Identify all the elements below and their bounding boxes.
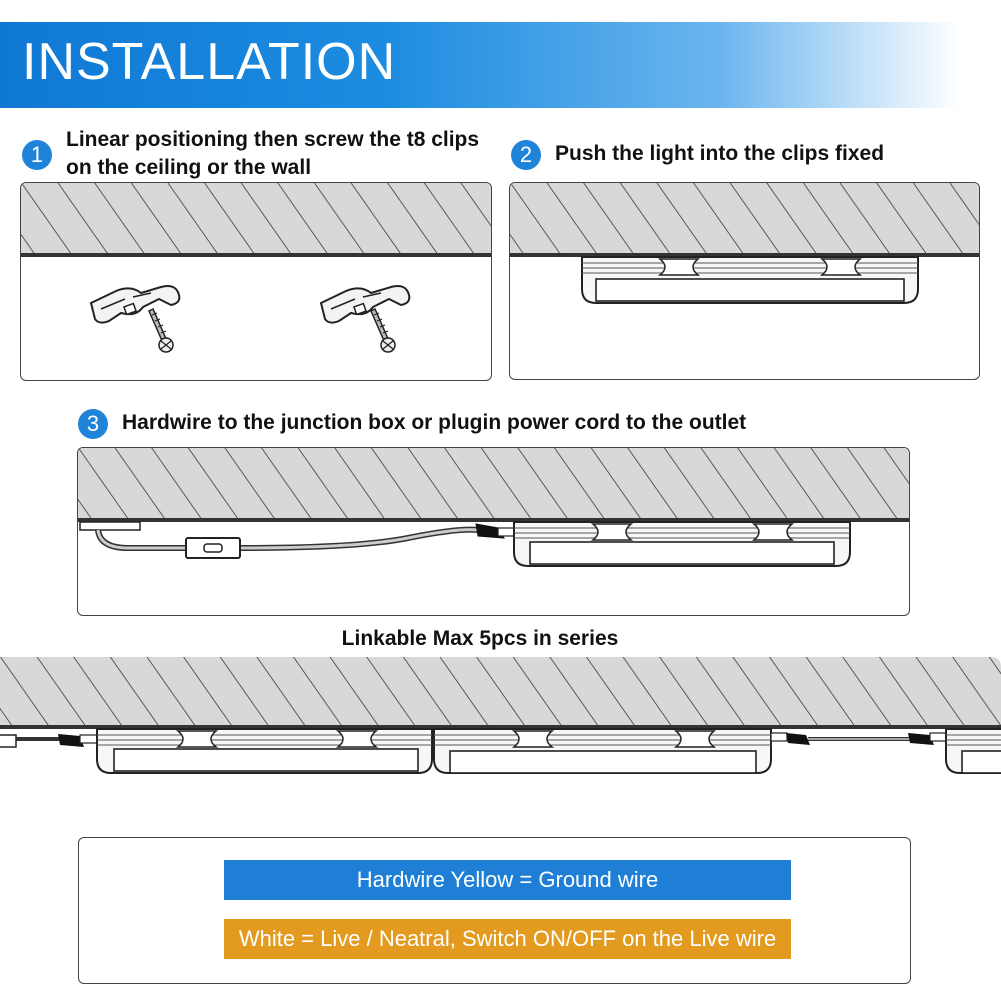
junction-box	[79, 521, 141, 531]
ceiling-clips-panel	[20, 182, 492, 381]
step-2-text: Push the light into the clips fixed	[555, 142, 885, 165]
step-number-badge: 1	[22, 140, 52, 170]
t8-light-fixture	[96, 728, 433, 774]
t8-clip-icon	[89, 285, 181, 324]
plug-icon	[908, 733, 934, 745]
hardwire-panel	[77, 447, 910, 616]
screw-icon	[370, 307, 396, 353]
header-banner: INSTALLATION	[0, 22, 960, 108]
series-title: Linkable Max 5pcs in series	[341, 627, 619, 650]
ceiling-wall	[0, 657, 1001, 727]
t8-light-fixture	[945, 728, 1001, 774]
step-3-text: Hardwire to the junction box or plugin p…	[122, 411, 747, 434]
series-illustration	[0, 657, 1001, 774]
step-3: 3 Hardwire to the junction box or plugin…	[78, 409, 938, 439]
ground-wire-label: Hardwire Yellow = Ground wire	[224, 860, 791, 900]
ceiling-wall	[510, 183, 979, 255]
plug-icon	[475, 523, 515, 539]
plug-icon	[58, 734, 84, 747]
ceiling-wall	[78, 448, 909, 520]
step-number-badge: 3	[78, 409, 108, 439]
ceiling-clips-illustration	[21, 183, 491, 353]
t8-light-fixture	[433, 728, 772, 774]
wiring-legend: Hardwire Yellow = Ground wire White = Li…	[78, 837, 911, 984]
switch-icon	[185, 537, 241, 559]
step-1: 1 Linear positioning then screw the t8 c…	[22, 126, 482, 182]
series-panel	[0, 657, 1001, 777]
step-1-text: Linear positioning then screw the t8 cli…	[66, 128, 480, 179]
step-2: 2 Push the light into the clips fixed	[511, 140, 991, 170]
page-title: INSTALLATION	[22, 33, 397, 91]
live-wire-label: White = Live / Neatral, Switch ON/OFF on…	[224, 919, 791, 959]
t8-clip-icon	[319, 285, 411, 324]
screw-icon	[148, 307, 174, 353]
ceiling-wall	[21, 183, 491, 255]
light-in-clips-illustration	[510, 183, 979, 304]
plug-icon	[786, 733, 810, 745]
t8-light-fixture	[513, 521, 851, 567]
step-number-badge: 2	[511, 140, 541, 170]
light-in-clips-panel	[509, 182, 980, 380]
t8-light-fixture	[581, 256, 919, 304]
hardwire-illustration	[78, 448, 909, 567]
